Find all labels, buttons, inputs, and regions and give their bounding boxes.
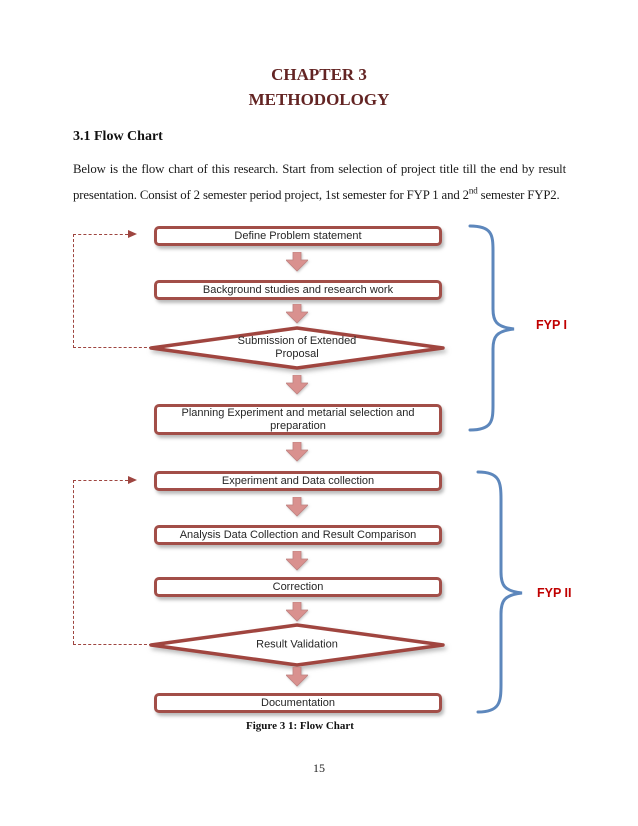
fyp1-dashed-arrowhead-icon [128,230,137,238]
fyp1-label: FYP I [536,318,568,332]
flow-down-arrow-icon [286,304,308,324]
fyp1-feedback-line-vertical [73,234,74,348]
page-number: 15 [313,761,325,775]
flow-step-label: Background studies and research work [202,283,394,296]
fyp1-feedback-line-top [73,234,128,235]
flow-step-analysis-comparison: Analysis Data Collection and Result Comp… [154,525,442,545]
flow-down-arrow-icon [286,551,308,571]
flow-step-background-studies: Background studies and research work [154,280,442,300]
flow-step-define-problem: Define Problem statement [154,226,442,246]
flow-down-arrow-icon [286,667,308,687]
fyp2-feedback-line-bottom [73,644,152,645]
flow-down-arrow-icon [286,497,308,517]
fyp1-curly-brace-icon [460,221,518,435]
flow-step-planning-experiment: Planning Experiment and metarial selecti… [154,404,442,435]
intro-text-a: Below is the flow chart of this research… [73,162,566,202]
flow-down-arrow-icon [286,442,308,462]
flow-step-documentation: Documentation [154,693,442,713]
intro-paragraph: Below is the flow chart of this research… [73,156,566,208]
flow-down-arrow-icon [286,375,308,395]
fyp2-curly-brace-icon [468,467,526,717]
section-heading: 3.1 Flow Chart [73,129,163,144]
chapter-title-line2: METHODOLOGY [248,90,390,109]
fyp2-feedback-line-vertical [73,480,74,644]
flow-step-label: Define Problem statement [234,229,362,242]
flow-down-arrow-icon [286,602,308,622]
flow-step-label: Submission of Extended Proposal [237,335,357,360]
flow-step-label: Planning Experiment and metarial selecti… [181,406,415,432]
flow-step-label: Result Validation [256,638,338,651]
fyp2-dashed-arrowhead-icon [128,476,137,484]
flow-decision-result-validation: Result Validation [149,623,445,667]
flow-down-arrow-icon [286,252,308,272]
flow-step-correction: Correction [154,577,442,597]
flow-step-label: Documentation [261,696,335,709]
fyp2-feedback-line-top [73,480,128,481]
figure-caption: Figure 3 1: Flow Chart [246,720,354,732]
flow-step-label: Analysis Data Collection and Result Comp… [179,528,417,541]
intro-text-b: semester FYP2. [477,188,560,202]
flow-step-label: Correction [272,580,324,593]
chapter-title: CHAPTER 3 METHODOLOGY [0,0,638,112]
flow-step-label: Experiment and Data collection [221,474,375,487]
fyp1-feedback-line-bottom [73,347,152,348]
intro-superscript: nd [468,185,478,196]
chapter-title-line1: CHAPTER 3 [271,65,367,84]
flow-decision-submission-proposal: Submission of Extended Proposal [149,326,445,370]
flow-step-experiment-data-collection: Experiment and Data collection [154,471,442,491]
fyp2-label: FYP II [537,586,572,600]
